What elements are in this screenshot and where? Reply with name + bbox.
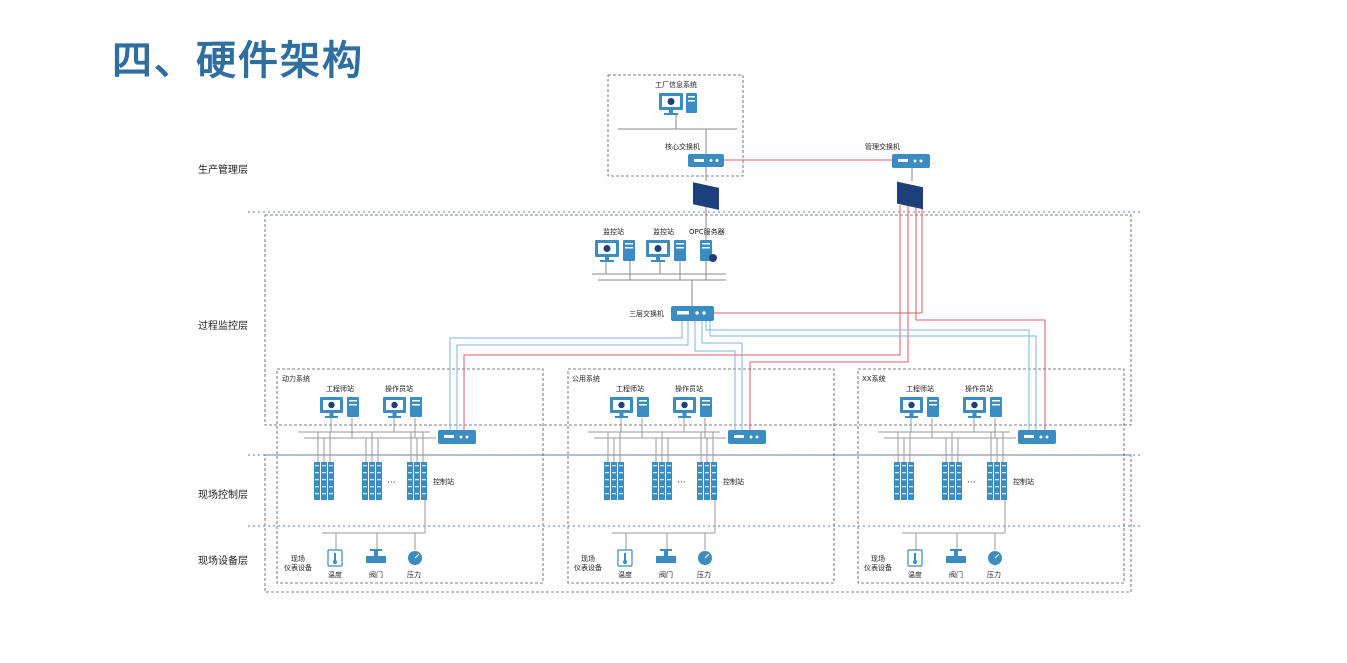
- mgmt-switch-icon: [892, 154, 930, 168]
- field-layers-box: [264, 454, 1132, 593]
- pressure-label: 压力: [697, 570, 711, 579]
- engineer-station-icon: [900, 397, 939, 418]
- controller-rack-icon: [894, 462, 914, 500]
- thermometer-icon: [617, 549, 633, 567]
- top-network-lines: [592, 113, 913, 306]
- controller-station-label: 控制站: [433, 477, 454, 486]
- operator-station-label: 操作员站: [385, 384, 413, 393]
- layer-label-field-control: 现场控制层: [198, 488, 248, 501]
- temperature-label: 温度: [908, 570, 922, 579]
- mgmt-firewall-icon: [897, 181, 923, 210]
- opc-server-label: OPC服务器: [689, 227, 725, 236]
- field-devices-label-1: 现场: [581, 554, 595, 563]
- controller-rack-icon: [942, 462, 962, 500]
- valve-label: 阀门: [949, 570, 963, 579]
- controller-rack-icon: [987, 462, 1007, 500]
- controller-station-label: 控制站: [1013, 477, 1034, 486]
- subsystem-bus-lines: [588, 418, 726, 550]
- controller-rack-icon: [697, 462, 717, 500]
- subsystem-name: 动力系统: [282, 374, 310, 383]
- subsystem-box-2: [567, 368, 835, 584]
- operator-station-label: 操作员站: [675, 384, 703, 393]
- subsystem-box-3: [857, 368, 1125, 584]
- subsystem-name: XX系统: [862, 374, 886, 383]
- controller-rack-icon: [604, 462, 624, 500]
- subsystem-switch-icon: [438, 430, 476, 444]
- operator-station-icon: [963, 397, 1002, 418]
- thermometer-icon: [327, 549, 343, 567]
- subsystem-switch-icon: [728, 430, 766, 444]
- more-controllers-ellipsis: ···: [967, 478, 976, 488]
- field-devices-label-2: 仪表设备: [284, 563, 312, 572]
- engineer-station-label: 工程师站: [326, 384, 354, 393]
- temperature-label: 温度: [328, 570, 342, 579]
- l3-switch-icon: [671, 306, 714, 321]
- operator-station-label: 操作员站: [965, 384, 993, 393]
- more-controllers-ellipsis: ···: [387, 478, 396, 488]
- engineer-station-label: 工程师站: [616, 384, 644, 393]
- controller-rack-icon: [314, 462, 334, 500]
- temperature-label: 温度: [618, 570, 632, 579]
- l3-switch-label: 三层交换机: [629, 309, 664, 318]
- valve-icon: [946, 549, 966, 563]
- subsystem-box-1: [276, 368, 544, 584]
- field-devices-label-2: 仪表设备: [864, 563, 892, 572]
- factory-server-icon: [686, 93, 697, 113]
- controller-station-label: 控制站: [723, 477, 744, 486]
- operator-station-icon: [383, 397, 422, 418]
- controller-rack-icon: [652, 462, 672, 500]
- controller-rack-icon: [407, 462, 427, 500]
- factory-monitor-icon: [659, 93, 683, 115]
- process-layer-box: [264, 214, 1132, 426]
- pressure-label: 压力: [407, 570, 421, 579]
- page-title: 四、硬件架构: [112, 38, 364, 84]
- management-network-lines: [463, 159, 1046, 437]
- engineer-station-icon: [610, 397, 649, 418]
- core-switch-label: 核心交换机: [665, 142, 700, 151]
- factory-system-label: 工厂信息系统: [655, 80, 697, 89]
- monitor-station-2-label: 监控站: [653, 227, 674, 236]
- layer-label-process: 过程监控层: [198, 319, 248, 332]
- layer-label-production: 生产管理层: [198, 163, 248, 176]
- valve-icon: [656, 549, 676, 563]
- pressure-gauge-icon: [698, 551, 712, 565]
- factory-info-box: [607, 74, 744, 177]
- core-switch-icon: [688, 154, 724, 167]
- monitor-station-2-icon: [646, 240, 686, 262]
- subsystem-bus-lines: [878, 418, 1016, 550]
- core-firewall-icon: [693, 182, 719, 210]
- layer-label-field-device: 现场设备层: [198, 554, 248, 567]
- controller-rack-icon: [362, 462, 382, 500]
- monitor-station-1-icon: [595, 240, 635, 262]
- pressure-gauge-icon: [988, 551, 1002, 565]
- mgmt-switch-label: 管理交换机: [865, 142, 900, 151]
- pressure-gauge-icon: [408, 551, 422, 565]
- control-network-lines: [449, 320, 1037, 437]
- field-devices-label-1: 现场: [871, 554, 885, 563]
- operator-station-icon: [673, 397, 712, 418]
- subsystem-bus-lines: [298, 418, 436, 550]
- more-controllers-ellipsis: ···: [677, 478, 686, 488]
- subsystems: 动力系统工程师站操作员站···控制站现场仪表设备温度阀门压力公用系统工程师站操作…: [282, 374, 1056, 579]
- subsystem-switch-icon: [1018, 430, 1056, 444]
- valve-label: 阀门: [659, 570, 673, 579]
- engineer-station-icon: [320, 397, 359, 418]
- pressure-label: 压力: [987, 570, 1001, 579]
- thermometer-icon: [907, 549, 923, 567]
- monitor-station-1-label: 监控站: [603, 227, 624, 236]
- subsystem-name: 公用系统: [572, 374, 600, 383]
- opc-server-icon: [700, 240, 717, 262]
- engineer-station-label: 工程师站: [906, 384, 934, 393]
- valve-label: 阀门: [369, 570, 383, 579]
- valve-icon: [366, 549, 386, 563]
- field-devices-label-1: 现场: [291, 554, 305, 563]
- field-devices-label-2: 仪表设备: [574, 563, 602, 572]
